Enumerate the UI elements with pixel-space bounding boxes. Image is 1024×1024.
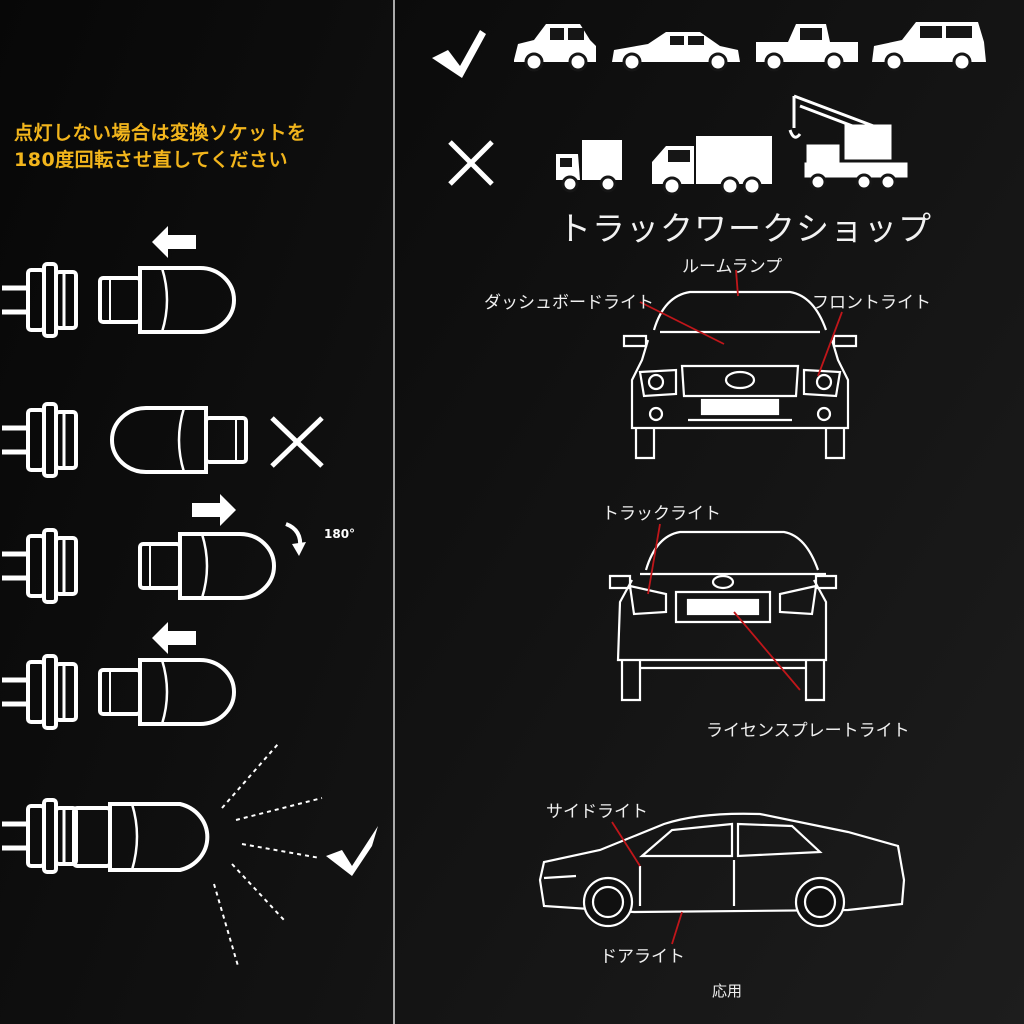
warning-text-line-1: 点灯しない場合は変換ソケットを (14, 122, 307, 144)
step-2-wrong-fit (2, 404, 324, 476)
car-rear-view (608, 530, 838, 702)
crane-truck-icon (788, 94, 908, 191)
label-front-light: フロントライト (812, 293, 931, 313)
rotate-arrow-icon (285, 522, 306, 556)
car-front-view (622, 290, 858, 460)
rotation-label: 180° (324, 527, 356, 541)
step-5-lit (2, 743, 378, 967)
pickup-truck-icon (756, 24, 858, 72)
cross-icon (448, 140, 494, 186)
page-title: トラックワークショップ (558, 209, 932, 248)
label-side-light: サイドライト (546, 802, 648, 822)
hatchback-icon (872, 22, 986, 72)
label-dashboard-light: ダッシュボードライト (484, 293, 654, 313)
label-license-plate-light: ライセンスプレートライト (706, 721, 910, 741)
car-side-view (538, 812, 906, 928)
cross-icon (270, 416, 324, 468)
warning-text-line-2: 180度回転させ直してください (14, 149, 289, 171)
label-trunk-light: トラックライト (602, 504, 721, 524)
compact-car-icon (514, 24, 596, 72)
sedan-icon (612, 32, 740, 72)
step-3-rotate (2, 494, 306, 602)
delivery-truck-icon (652, 136, 772, 196)
label-door-light: ドアライト (600, 947, 685, 967)
footer-label: 応用 (712, 982, 743, 1000)
leader-lines (611, 269, 843, 945)
light-rays-icon (213, 743, 323, 967)
check-icon (326, 826, 378, 876)
label-room-lamp: ルームランプ (682, 257, 783, 277)
check-icon (432, 30, 486, 78)
box-truck-icon (556, 140, 622, 193)
